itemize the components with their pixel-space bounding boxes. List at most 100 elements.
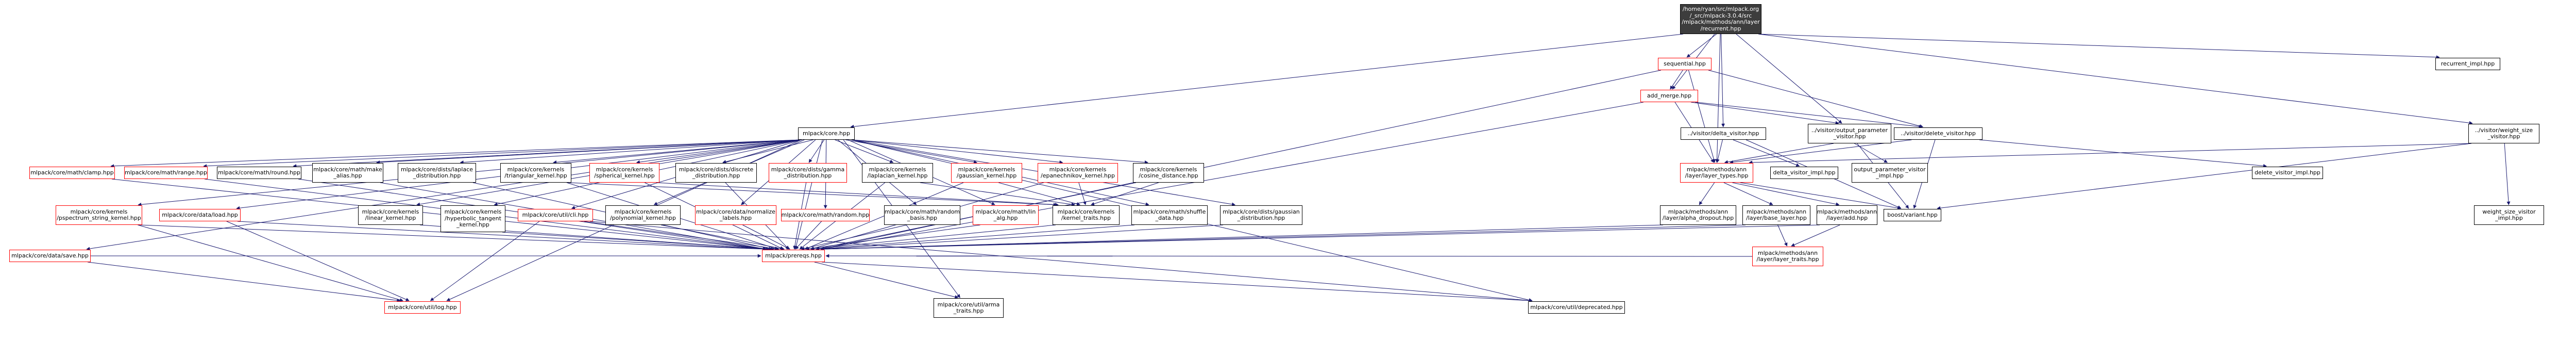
include-edge — [1740, 182, 1901, 210]
graph-node-base_layer[interactable]: mlpack/methods/ann /layer/base_layer.hpp — [1742, 205, 1810, 225]
include-edge — [2504, 143, 2511, 205]
include-edge — [1670, 70, 1683, 90]
graph-node-linear[interactable]: mlpack/core/kernels /linear_kernel.hpp — [358, 205, 423, 225]
graph-node-laplacian[interactable]: mlpack/core/kernels /laplacian_kernel.hp… — [862, 163, 933, 183]
graph-node-recurrent_impl[interactable]: recurrent_impl.hpp — [2435, 58, 2500, 70]
include-edge — [111, 178, 767, 251]
graph-node-kernel_traits[interactable]: mlpack/core/kernels /kernel_traits.hpp — [1053, 205, 1120, 225]
graph-node-weight_size_impl[interactable]: weight_size_visitor _impl.hpp — [2474, 205, 2544, 225]
include-edge — [820, 224, 1820, 251]
include-edge — [851, 139, 1063, 164]
include-edge — [1699, 182, 1715, 205]
graph-node-sequential[interactable]: sequential.hpp — [1658, 58, 1711, 70]
graph-node-output_param_visitor[interactable]: ../visitor/output_parameter _visitor.hpp — [1808, 124, 1891, 143]
include-edge — [636, 139, 803, 164]
graph-node-spherical[interactable]: mlpack/core/kernels /spherical_kernel.hp… — [589, 163, 659, 183]
graph-node-random_basis[interactable]: mlpack/core/math/random _basis.hpp — [884, 205, 960, 225]
graph-node-add[interactable]: mlpack/methods/ann /layer/add.hpp — [1817, 205, 1877, 225]
graph-node-delta_visitor_impl[interactable]: delta_visitor_impl.hpp — [1770, 167, 1838, 179]
graph-node-delta_visitor[interactable]: ../visitor/delta_visitor.hpp — [1681, 127, 1766, 140]
include-edge — [1777, 224, 1788, 247]
include-edge — [816, 224, 1135, 251]
include-edge — [376, 139, 802, 165]
include-edge — [998, 182, 1081, 206]
graph-node-load[interactable]: mlpack/core/data/load.hpp — [159, 209, 241, 221]
include-edge — [430, 221, 540, 301]
graph-node-round[interactable]: mlpack/core/math/round.hpp — [217, 167, 301, 179]
graph-node-weight_size_visitor[interactable]: ../visitor/weight_size _visitor.hpp — [2468, 124, 2539, 143]
include-edge — [1736, 34, 1842, 124]
include-edge — [584, 221, 779, 251]
graph-node-clamp[interactable]: mlpack/core/math/clamp.hpp — [29, 167, 115, 179]
include-edge — [820, 102, 1644, 251]
graph-node-add_merge[interactable]: add_merge.hpp — [1640, 90, 1698, 102]
graph-node-hyperbolic[interactable]: mlpack/core/kernels /hyperbolic_tangent … — [440, 205, 505, 232]
include-edge — [742, 224, 790, 250]
graph-node-arma_traits[interactable]: mlpack/core/util/arma _traits.hpp — [934, 298, 1004, 318]
graph-node-triangular[interactable]: mlpack/core/kernels /triangular_kernel.h… — [500, 163, 571, 183]
include-edge — [1854, 143, 1888, 163]
include-edge — [1721, 34, 1725, 127]
include-edge — [1937, 143, 2472, 210]
graph-node-polynomial[interactable]: mlpack/core/kernels /polynomial_kernel.h… — [605, 205, 681, 225]
include-edge — [814, 262, 959, 299]
graph-node-epanechnikov[interactable]: mlpack/core/kernels /epanechnikov_kernel… — [1038, 163, 1118, 183]
graph-node-pspectrum[interactable]: mlpack/core/kernels /pspectrum_string_ke… — [56, 205, 142, 225]
include-edge — [1723, 182, 1773, 205]
include-edge — [1979, 139, 2267, 168]
include-edge — [1708, 70, 1924, 128]
include-edge — [850, 34, 1684, 128]
graph-node-gaussian_kernel[interactable]: mlpack/core/kernels /gaussian_kernel.hpp — [951, 163, 1022, 183]
include-edge — [820, 70, 1662, 251]
include-edge — [568, 182, 1057, 207]
include-edge — [835, 139, 894, 163]
include-edge — [460, 139, 802, 165]
include-edge — [1749, 143, 2472, 165]
graph-node-layer_types[interactable]: mlpack/methods/ann /layer/layer_types.hp… — [1680, 163, 1753, 183]
graph-node-cosine[interactable]: mlpack/core/kernels /cosine_distance.hpp — [1133, 163, 1204, 183]
include-edge — [553, 139, 802, 164]
graph-node-core[interactable]: mlpack/core.hpp — [798, 127, 855, 140]
include-edge — [237, 221, 767, 251]
include-edge — [1733, 139, 1800, 167]
graph-node-lin_alg[interactable]: mlpack/core/math/lin _alg.hpp — [973, 205, 1039, 225]
graph-node-gamma_dist[interactable]: mlpack/core/dists/gamma _distribution.hp… — [769, 163, 847, 183]
graph-node-cli[interactable]: mlpack/core/util/cli.hpp — [518, 209, 593, 221]
graph-node-log[interactable]: mlpack/core/util/log.hpp — [384, 301, 461, 314]
graph-node-gaussian_dist[interactable]: mlpack/core/dists/gaussian _distribution… — [1220, 205, 1302, 225]
graph-node-layer_traits[interactable]: mlpack/methods/ann /layer/layer_traits.h… — [1752, 247, 1823, 266]
graph-node-discrete_dist[interactable]: mlpack/core/dists/discrete _distribution… — [675, 163, 757, 183]
graph-node-shuffle[interactable]: mlpack/core/math/shuffle _data.hpp — [1131, 205, 1208, 225]
include-edge — [1758, 34, 2473, 125]
graph-node-range[interactable]: mlpack/core/math/range.hpp — [124, 167, 208, 179]
graph-node-delete_visitor_impl[interactable]: delete_visitor_impl.hpp — [2252, 167, 2323, 179]
graph-node-laplace_dist[interactable]: mlpack/core/dists/laplace _distribution.… — [398, 163, 476, 183]
include-edge — [1090, 182, 1159, 206]
graph-node-save[interactable]: mlpack/core/data/save.hpp — [9, 250, 91, 262]
graph-node-alpha_dropout[interactable]: mlpack/methods/ann /layer/alpha_dropout.… — [1660, 205, 1736, 225]
include-edge — [795, 221, 822, 250]
include-edge — [656, 182, 1059, 207]
graph-node-recurrent[interactable]: /home/ryan/src/mlpack.org /_src/mlpack-3… — [1680, 4, 1761, 34]
include-edge — [203, 139, 802, 168]
include-edge — [806, 224, 980, 251]
include-edge — [820, 224, 1664, 251]
include-edge — [1724, 143, 1834, 164]
include-edge — [589, 221, 1533, 302]
graph-node-random[interactable]: mlpack/core/math/random.hpp — [781, 209, 870, 221]
graph-node-delete_visitor[interactable]: ../visitor/delete_visitor.hpp — [1894, 127, 1982, 140]
graph-node-deprecated[interactable]: mlpack/core/util/deprecated.hpp — [1528, 301, 1625, 314]
include-edge — [810, 224, 1056, 251]
include-edge — [821, 262, 1533, 303]
graph-node-make_alias[interactable]: mlpack/core/math/make _alias.hpp — [312, 163, 383, 183]
include-edge — [502, 232, 775, 251]
include-edge — [820, 224, 1746, 251]
graph-node-boost_variant[interactable]: boost/variant.hpp — [1884, 209, 1941, 221]
graph-node-normalize_labels[interactable]: mlpack/core/data/normalize _labels.hpp — [695, 205, 776, 225]
include-edge — [110, 139, 802, 168]
include-edge — [1730, 139, 1912, 164]
graph-node-prereqs[interactable]: mlpack/prereqs.hpp — [762, 250, 825, 262]
include-edge — [801, 224, 907, 251]
graph-node-output_param_visitor_impl[interactable]: output_parameter_visitor _impl.hpp — [1852, 163, 1928, 183]
